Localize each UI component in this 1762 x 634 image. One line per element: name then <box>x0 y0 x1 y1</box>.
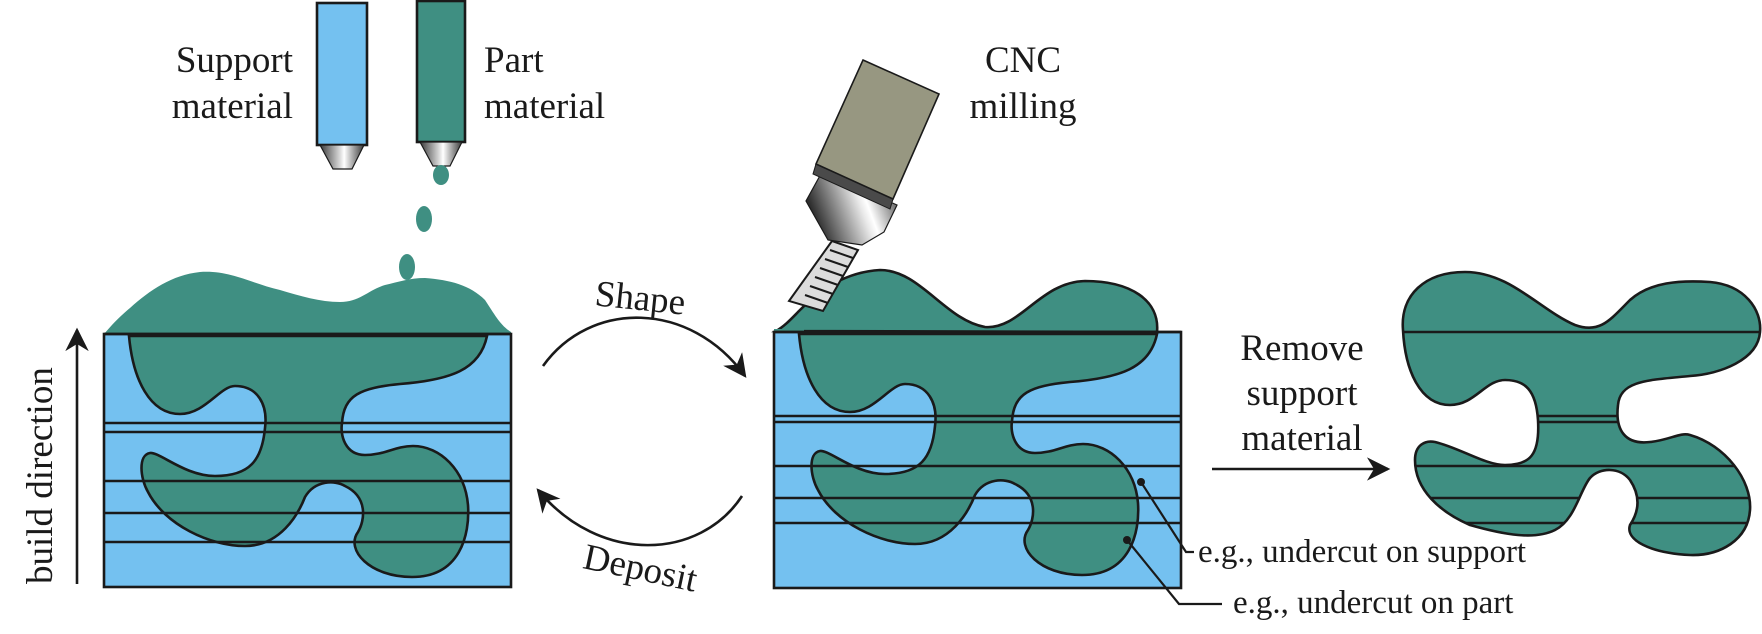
cnc-label-1: CNC <box>985 40 1061 81</box>
milled-top <box>771 268 1159 334</box>
droplet <box>416 206 432 232</box>
cnc-label-2: milling <box>970 86 1077 127</box>
part-nozzle-body <box>415 0 467 144</box>
build-direction-label: build direction <box>20 367 61 584</box>
support-nozzle-tip <box>318 144 365 170</box>
support-material-label-1: Support <box>176 40 294 81</box>
remove-label-3: material <box>1241 418 1362 459</box>
remove-label-1: Remove <box>1240 328 1363 369</box>
shape-stage-block <box>771 268 1183 590</box>
shape-cycle-arrow-icon <box>541 316 747 378</box>
support-nozzle <box>315 1 369 170</box>
undercut-part-label: e.g., undercut on part <box>1233 585 1513 621</box>
part-nozzle-tip <box>418 141 463 167</box>
droplet <box>399 254 415 280</box>
droplet <box>433 165 449 185</box>
deposit-stage-block <box>102 271 513 589</box>
support-nozzle-body <box>315 1 369 147</box>
cnc-milling-tool-icon <box>787 58 941 313</box>
support-block-outline <box>772 330 1183 590</box>
part-nozzle <box>399 0 467 280</box>
drill-flutes <box>804 249 854 304</box>
tool-head <box>814 58 941 201</box>
final-part <box>1401 270 1762 557</box>
undercut-leaders <box>1123 478 1222 606</box>
support-material-label-2: material <box>172 86 293 127</box>
final-part-shape <box>1402 272 1761 556</box>
part-material-label-1: Part <box>484 40 544 81</box>
support-block-outline <box>102 332 513 589</box>
drill-bit <box>787 239 860 313</box>
tool-collet <box>805 171 898 246</box>
milled-top-edge <box>774 329 804 332</box>
part-material-label-2: material <box>484 86 605 127</box>
shape-label: Shape <box>593 273 687 323</box>
deposited-layer <box>104 271 511 334</box>
undercut-support-label: e.g., undercut on support <box>1198 534 1526 570</box>
remove-label-2: support <box>1247 373 1359 414</box>
deposit-cycle-arrow-icon <box>536 488 744 547</box>
